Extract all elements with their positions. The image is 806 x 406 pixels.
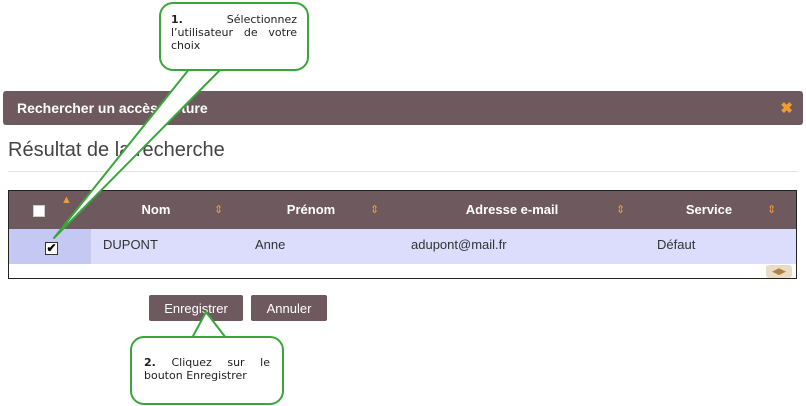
sort-asc-icon[interactable]: ▲ (61, 194, 72, 206)
sort-icon[interactable]: ⇕ (767, 204, 777, 216)
horizontal-scroll-icon[interactable]: ◀▶ (766, 265, 792, 278)
cell-prenom: Anne (255, 237, 286, 252)
callout-1-text: Sélectionnez l’utilisateur de votre choi… (171, 13, 297, 52)
table-row[interactable]: ✔ DUPONT Anne adupont@mail.fr Défaut (9, 229, 796, 264)
column-header-email[interactable]: Adresse e-mail (465, 202, 559, 217)
callout-2-pointer (191, 311, 227, 339)
cell-email: adupont@mail.fr (411, 237, 507, 252)
callout-1-pointer (53, 67, 223, 239)
results-table: ▲ Nom ⇕ Prénom ⇕ Adresse e-mail ⇕ Servic… (8, 190, 797, 279)
column-header-service[interactable]: Service (685, 202, 733, 217)
column-header-nom[interactable]: Nom (141, 202, 171, 217)
select-all-checkbox[interactable] (33, 205, 45, 217)
callout-1: 1. Sélectionnez l’utilisateur de votre c… (159, 2, 309, 71)
callout-2-number: 2. (144, 356, 156, 369)
callout-2: 2. Cliquez sur le bouton Enregistrer (130, 336, 284, 405)
sort-icon[interactable]: ⇕ (370, 204, 380, 216)
close-icon[interactable]: ✖ (780, 100, 793, 117)
callout-2-text: Cliquez sur le bouton Enregistrer (144, 356, 270, 382)
cell-service: Défaut (657, 237, 696, 252)
page-title: Résultat de la recherche (8, 139, 225, 161)
cell-nom: DUPONT (103, 237, 158, 252)
table-header: ▲ Nom ⇕ Prénom ⇕ Adresse e-mail ⇕ Servic… (9, 191, 796, 229)
cancel-button[interactable]: Annuler (251, 295, 327, 321)
row-checkbox[interactable]: ✔ (45, 241, 58, 255)
callout-1-number: 1. (171, 13, 183, 26)
sort-icon[interactable]: ⇕ (214, 204, 224, 216)
divider (8, 171, 798, 172)
column-header-prenom[interactable]: Prénom (286, 202, 336, 217)
row-select-cell: ✔ (9, 229, 91, 264)
save-button[interactable]: Enregistrer (149, 295, 243, 321)
sort-icon[interactable]: ⇕ (616, 204, 626, 216)
